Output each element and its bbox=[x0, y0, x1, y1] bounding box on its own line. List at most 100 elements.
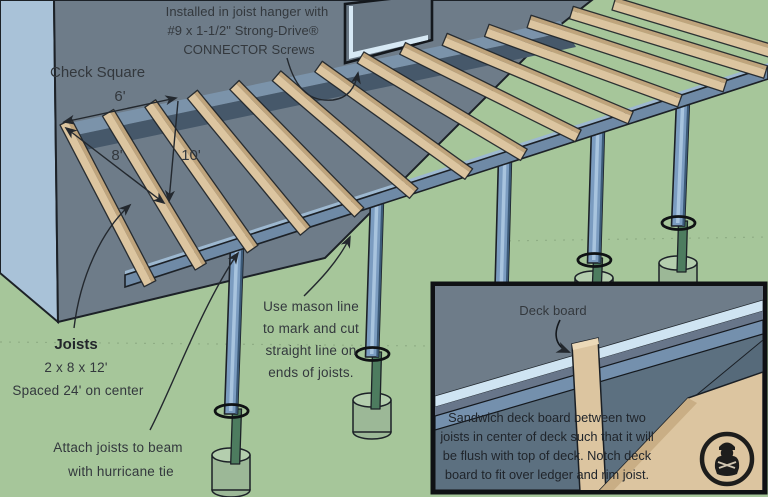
side-wall-face bbox=[0, 0, 60, 325]
joist-face bbox=[229, 83, 361, 217]
hanger-note-line3: CONNECTOR Screws bbox=[183, 42, 315, 57]
joist-face bbox=[399, 46, 580, 142]
sonotube-ring bbox=[660, 215, 697, 231]
joist-top-edge bbox=[445, 33, 634, 116]
leader-attach-note bbox=[149, 251, 240, 431]
joist-top-edge bbox=[236, 80, 364, 211]
inset-note-line1: Sandwich deck board between two bbox=[448, 410, 646, 425]
mason-note-line2: to mark and cut bbox=[263, 321, 359, 336]
beam bbox=[124, 63, 768, 289]
joist-face bbox=[484, 28, 681, 107]
inset-detail-box: Deck board Sandwich deck board between t… bbox=[430, 281, 768, 495]
inset-deck-board bbox=[571, 337, 607, 490]
attach-note-line2: with hurricane tie bbox=[67, 464, 174, 479]
joist-top-edge bbox=[361, 51, 528, 153]
leader-joists-note bbox=[73, 203, 132, 329]
mason-note-line4: ends of joists. bbox=[268, 365, 354, 380]
joist-outline bbox=[526, 14, 728, 93]
joist bbox=[356, 51, 528, 162]
mason-note-line1: Use mason line bbox=[263, 299, 359, 314]
sonotube-ring bbox=[576, 252, 613, 268]
dim-8ft-label: 8' bbox=[111, 147, 122, 164]
post-shade bbox=[376, 198, 384, 357]
window bbox=[343, 0, 434, 65]
joist-face bbox=[187, 93, 307, 236]
window-sill bbox=[349, 35, 428, 59]
sonotube-ring bbox=[213, 403, 250, 419]
post-shade bbox=[235, 244, 244, 414]
joists-size: 2 x 8 x 12' bbox=[44, 360, 107, 375]
check-square-label: Check Square bbox=[50, 64, 145, 81]
dimension-line-10ft bbox=[164, 100, 179, 203]
attach-note-line1: Attach joists to beam bbox=[53, 440, 183, 455]
inset-deck-board-label: Deck board bbox=[519, 303, 586, 318]
dimension-line-8ft bbox=[64, 126, 166, 205]
joist-top-edge bbox=[403, 42, 582, 134]
joist-face bbox=[272, 74, 415, 199]
beam-front-face bbox=[124, 66, 768, 289]
post-below-grade bbox=[230, 408, 243, 465]
joist-face bbox=[144, 102, 255, 253]
joists-title: Joists bbox=[54, 336, 97, 353]
leader-lines bbox=[73, 57, 361, 431]
joists-spacing: Spaced 24' on center bbox=[12, 383, 143, 398]
joist-outline bbox=[441, 32, 634, 125]
check-square-dimensions bbox=[62, 95, 179, 205]
ledger bbox=[60, 21, 576, 152]
sonotube-ring bbox=[354, 346, 391, 362]
post-highlight bbox=[592, 130, 600, 260]
hanger-note-line1: Installed in joist hanger with bbox=[166, 4, 329, 19]
joist-outline bbox=[271, 70, 419, 199]
joist-face bbox=[442, 37, 632, 124]
joist-top-edge bbox=[319, 61, 473, 173]
post-highlight bbox=[370, 201, 379, 354]
inset-wall bbox=[435, 286, 763, 396]
worker-stamp-icon bbox=[699, 431, 755, 487]
inset-note-line4: board to fit over ledger and rim joist. bbox=[445, 467, 649, 482]
joist-outline bbox=[483, 23, 683, 108]
joist-face bbox=[569, 10, 767, 79]
joist-top-edge bbox=[194, 90, 311, 230]
beam-top-face bbox=[125, 63, 768, 275]
joist bbox=[186, 89, 312, 236]
joist bbox=[526, 14, 728, 93]
post-highlight bbox=[676, 102, 685, 223]
joist-face bbox=[357, 55, 525, 161]
joist bbox=[229, 79, 365, 218]
joist bbox=[483, 23, 683, 108]
joist-outline bbox=[229, 79, 365, 218]
window-side-trim bbox=[349, 6, 353, 59]
hanger-note-line2: #9 x 1-1/2" Strong-Drive® bbox=[167, 23, 318, 38]
joist-outline bbox=[186, 89, 312, 236]
mason-note-line3: straight line on bbox=[265, 343, 356, 358]
leader-hanger-note bbox=[286, 57, 361, 101]
post-shade bbox=[682, 99, 690, 226]
post-highlight bbox=[499, 160, 507, 303]
inset-note-line2: joists in center of deck such that it wi… bbox=[439, 429, 653, 444]
joist bbox=[441, 32, 634, 125]
joist-face bbox=[612, 1, 768, 57]
joist-face bbox=[314, 64, 470, 180]
joist-outline bbox=[314, 60, 474, 180]
joist-face bbox=[527, 19, 726, 92]
joist-top-edge bbox=[572, 6, 768, 70]
joist bbox=[314, 60, 474, 180]
joist bbox=[611, 0, 768, 58]
joist bbox=[399, 41, 582, 143]
joist-outline bbox=[356, 51, 528, 162]
joist-top-edge bbox=[529, 15, 728, 84]
dimension-line-6ft bbox=[62, 95, 178, 125]
leader-mason-note bbox=[303, 235, 351, 297]
joist-top-edge bbox=[151, 99, 258, 248]
joist-outline bbox=[611, 0, 768, 58]
joist-top-edge bbox=[614, 0, 768, 48]
inset-note-line3: be flush with top of deck. Notch deck bbox=[443, 448, 652, 463]
joist-top-edge bbox=[487, 24, 683, 99]
joist bbox=[271, 70, 419, 199]
post-shade bbox=[505, 157, 512, 306]
post-shade bbox=[598, 127, 605, 263]
post-highlight bbox=[229, 247, 239, 411]
joist-top-edge bbox=[277, 70, 418, 192]
leader-deck-board bbox=[555, 319, 571, 353]
